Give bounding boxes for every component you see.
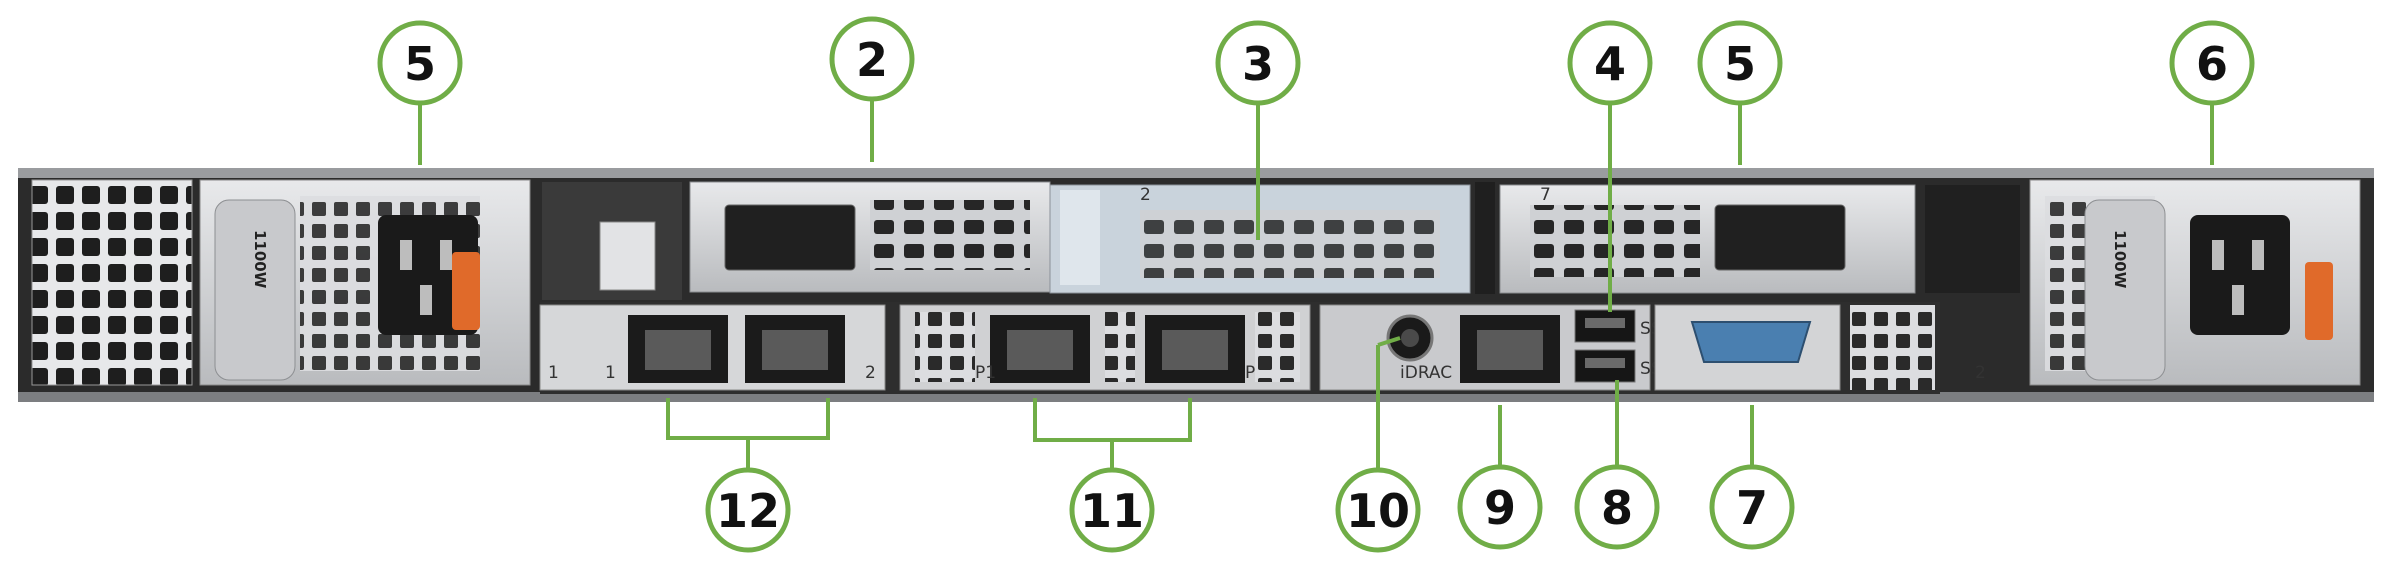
callout-number: 5 bbox=[1724, 37, 1756, 91]
idrac-label: iDRAC bbox=[1400, 363, 1452, 383]
callout-4-usb-top: 4 bbox=[1567, 20, 1653, 106]
callout-12-lom-ports: 12 bbox=[705, 467, 791, 553]
callout-ring bbox=[1215, 20, 1301, 106]
callout-9-idrac-port: 9 bbox=[1457, 464, 1543, 550]
callout-5-riser-right: 5 bbox=[1697, 20, 1783, 106]
callout-10-id-button: 10 bbox=[1335, 467, 1421, 553]
riser-right-slot-mark: 7 bbox=[1540, 185, 1551, 205]
callout-number: 12 bbox=[716, 484, 780, 538]
callout-ring bbox=[2169, 20, 2255, 106]
psu-right-wattage: 1100W bbox=[2111, 230, 2129, 289]
callout-number: 5 bbox=[404, 37, 436, 91]
psu-right-handle[interactable] bbox=[2084, 199, 2166, 381]
psu-left-pin bbox=[440, 240, 452, 270]
serial-port[interactable] bbox=[1690, 321, 1812, 363]
callout-ring bbox=[1069, 467, 1155, 553]
psu-right-ac-inlet bbox=[2190, 215, 2290, 335]
callout-ring bbox=[829, 16, 915, 102]
io-right-vent bbox=[1850, 305, 1935, 390]
rj45-jack bbox=[1477, 330, 1543, 370]
psu-left-pin bbox=[400, 240, 412, 270]
callout-2-riser-left: 2 bbox=[829, 16, 915, 102]
callout-ring bbox=[1709, 464, 1795, 550]
callout-number: 6 bbox=[2196, 37, 2228, 91]
callout-number: 3 bbox=[1242, 37, 1274, 91]
callout-11-ocp-nic: 11 bbox=[1069, 467, 1155, 553]
psu-right[interactable]: 1100W bbox=[2029, 179, 2361, 386]
rj45-jack bbox=[1162, 330, 1228, 370]
callout-7-serial: 7 bbox=[1709, 464, 1795, 550]
psu-left-release-tab[interactable] bbox=[452, 252, 480, 330]
usb-tongue bbox=[1585, 318, 1625, 328]
riser-left-clip bbox=[599, 221, 656, 291]
riser-center-vent bbox=[1140, 210, 1440, 278]
callout-6-psu-right: 6 bbox=[2169, 20, 2255, 106]
callout-number: 7 bbox=[1736, 481, 1768, 535]
psu-left[interactable]: 1100W bbox=[31, 179, 531, 386]
riser-center-latch bbox=[1060, 190, 1100, 285]
bracket-line bbox=[666, 398, 830, 440]
riser-center-slot-mark: 2 bbox=[1140, 185, 1151, 205]
psu-left-pin bbox=[420, 285, 432, 315]
riser-right-bracket bbox=[1925, 185, 2020, 293]
lom-port-2-label: 2 bbox=[865, 363, 876, 383]
rj45-jack bbox=[762, 330, 828, 370]
callout-number: 9 bbox=[1484, 481, 1516, 535]
callouts: 5 2 3 4 5 6 7 8 bbox=[377, 16, 2255, 553]
chassis-bottom-rim bbox=[18, 392, 2374, 402]
psu-right-release-tab[interactable] bbox=[2305, 262, 2333, 340]
slot-2-label: 2 bbox=[1975, 363, 1986, 383]
ocp-port-1-label: P1 bbox=[975, 363, 996, 383]
riser-divider bbox=[1475, 182, 1495, 294]
callout-ring bbox=[1457, 464, 1543, 550]
callout-ring bbox=[1567, 20, 1653, 106]
callout-3-riser-center: 3 bbox=[1215, 20, 1301, 106]
psu-right-pin bbox=[2212, 240, 2224, 270]
callout-ring bbox=[705, 467, 791, 553]
bracket-line bbox=[1033, 398, 1192, 442]
riser-left-vent bbox=[870, 200, 1030, 270]
psu-right-pin bbox=[2232, 285, 2244, 315]
riser-right-vent bbox=[1530, 205, 1700, 277]
leader-lines bbox=[418, 92, 2214, 474]
leader-line bbox=[1377, 336, 1401, 347]
callout-5-psu-left: 5 bbox=[377, 20, 463, 106]
psu-left-handle[interactable] bbox=[214, 199, 296, 381]
chassis-top-rim bbox=[18, 168, 2374, 178]
riser-right: 7 bbox=[1475, 182, 2020, 294]
riser-right-qsfp bbox=[1714, 204, 1846, 271]
callout-number: 10 bbox=[1346, 484, 1410, 538]
io-strip: 1 1 2 P1 P2 iDRAC SS SS bbox=[539, 302, 1986, 394]
callout-ring bbox=[377, 20, 463, 106]
psu-left-wattage: 1100W bbox=[251, 230, 269, 289]
ocp-vent-right bbox=[1255, 312, 1300, 382]
psu-left-grill bbox=[31, 179, 193, 386]
riser-left-qsfp bbox=[724, 204, 856, 271]
id-button-center bbox=[1401, 329, 1419, 347]
lom-port-1-label: 1 bbox=[605, 363, 616, 383]
callout-number: 11 bbox=[1080, 484, 1144, 538]
callout-ring bbox=[1574, 464, 1660, 550]
rj45-jack bbox=[1007, 330, 1073, 370]
callout-ring bbox=[1335, 467, 1421, 553]
lom-slot-1-label: 1 bbox=[548, 363, 559, 383]
usb-tongue bbox=[1585, 358, 1625, 368]
riser-left bbox=[542, 181, 1051, 300]
rj45-jack bbox=[645, 330, 711, 370]
ocp-vent-mid bbox=[1105, 312, 1135, 382]
callout-number: 4 bbox=[1594, 37, 1626, 91]
callout-8-usb-bottom: 8 bbox=[1574, 464, 1660, 550]
callout-ring bbox=[1697, 20, 1783, 106]
callout-number: 2 bbox=[856, 33, 888, 87]
psu-right-pin bbox=[2252, 240, 2264, 270]
callout-number: 8 bbox=[1601, 481, 1633, 535]
ocp-vent-left bbox=[915, 312, 975, 382]
